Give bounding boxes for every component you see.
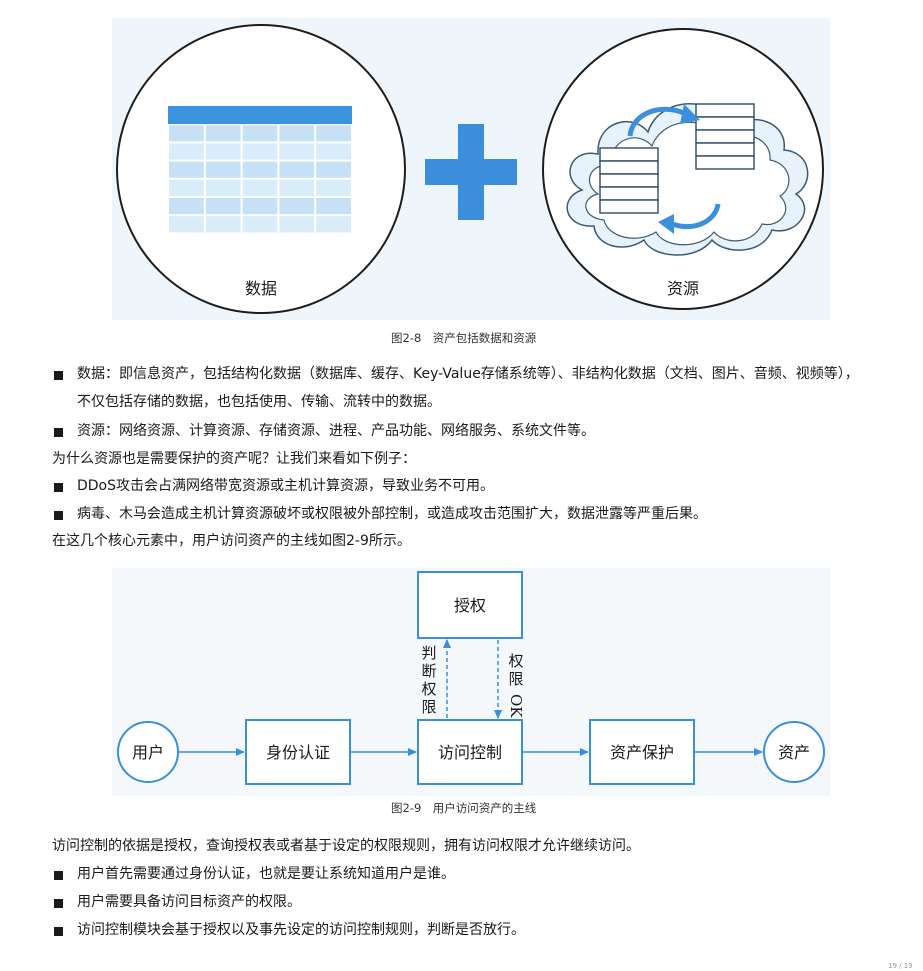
database-left-icon bbox=[599, 147, 659, 214]
data-label: 数据 bbox=[245, 279, 277, 298]
asset-node bbox=[763, 721, 825, 783]
access-control-node bbox=[417, 719, 523, 785]
svg-text:限: 限 bbox=[421, 698, 436, 716]
sync-arrows-icon bbox=[627, 104, 721, 234]
bullet-module: 访问控制模块会基于授权以及事先设定的访问控制规则，判断是否放行。 bbox=[77, 922, 525, 938]
bullet-data-line2: 不仅包括存储的数据，也包括使用、传输、流转中的数据。 bbox=[77, 394, 441, 410]
user-label: 用户 bbox=[132, 743, 164, 762]
svg-text:权: 权 bbox=[508, 652, 523, 670]
svg-text:限: 限 bbox=[508, 670, 523, 688]
table-icon bbox=[168, 106, 352, 233]
asset-label: 资产 bbox=[778, 743, 810, 762]
figure-assets: 数据 资源 bbox=[112, 18, 830, 320]
grant-node bbox=[417, 571, 523, 639]
access-flow-diagram: 用户 身份认证 访问控制 资产保护 资产 授权 判 断 权 限 bbox=[117, 571, 825, 785]
figure-assets-graphic: 数据 资源 bbox=[116, 24, 824, 314]
asset-protection-label: 资产保护 bbox=[610, 743, 674, 762]
judge-permission-label: 判 断 权 限 bbox=[421, 644, 436, 716]
bullet-square bbox=[54, 899, 63, 908]
bullet-square bbox=[54, 428, 63, 437]
figure-access-flow: 用户 身份认证 访问控制 资产保护 资产 授权 判 断 权 限 bbox=[112, 568, 830, 796]
bullet-resource: 资源：网络资源、计算资源、存储资源、进程、产品功能、网络服务、系统文件等。 bbox=[77, 423, 595, 439]
bullet-square bbox=[54, 511, 63, 520]
svg-text:OK: OK bbox=[507, 694, 525, 718]
figure-caption-2-9: 图2-9 用户访问资产的主线 bbox=[391, 801, 537, 815]
plus-icon bbox=[425, 124, 517, 220]
svg-text:判: 判 bbox=[421, 644, 436, 662]
database-right-icon bbox=[695, 103, 755, 170]
grant-label: 授权 bbox=[454, 596, 486, 615]
bullet-data-line1: 数据：即信息资产，包括结构化数据（数据库、缓存、Key-Value存储系统等）、… bbox=[77, 366, 859, 382]
bullet-square bbox=[54, 927, 63, 936]
auth-node bbox=[245, 719, 351, 785]
permission-ok-label: 权 限 OK bbox=[507, 652, 525, 718]
resource-label: 资源 bbox=[667, 279, 699, 298]
intro-figure-2-9: 在这几个核心元素中，用户访问资产的主线如图2-9所示。 bbox=[52, 533, 411, 549]
access-control-label: 访问控制 bbox=[438, 743, 502, 762]
bullet-square bbox=[54, 483, 63, 492]
bullet-identity: 用户首先需要通过身份认证，也就是要让系统知道用户是谁。 bbox=[77, 866, 455, 882]
access-control-basis: 访问控制的依据是授权，查询授权表或者基于设定的权限规则，拥有访问权限才允许继续访… bbox=[52, 838, 640, 854]
question-text: 为什么资源也是需要保护的资产呢？让我们来看如下例子： bbox=[52, 451, 416, 467]
bullet-square bbox=[54, 871, 63, 880]
page-number: 19 / 19 bbox=[888, 962, 913, 970]
bullet-ddos: DDoS攻击会占满网络带宽资源或主机计算资源，导致业务不可用。 bbox=[77, 478, 495, 494]
svg-text:断: 断 bbox=[421, 662, 436, 680]
svg-text:权: 权 bbox=[421, 680, 436, 698]
asset-protection-node bbox=[589, 719, 695, 785]
figure-caption-2-8: 图2-8 资产包括数据和资源 bbox=[391, 331, 537, 345]
auth-label: 身份认证 bbox=[266, 743, 330, 762]
bullet-square bbox=[54, 371, 63, 380]
bullet-virus: 病毒、木马会造成主机计算资源破坏或权限被外部控制，或造成攻击范围扩大，数据泄露等… bbox=[77, 506, 707, 522]
bullet-permission: 用户需要具备访问目标资产的权限。 bbox=[77, 894, 301, 910]
